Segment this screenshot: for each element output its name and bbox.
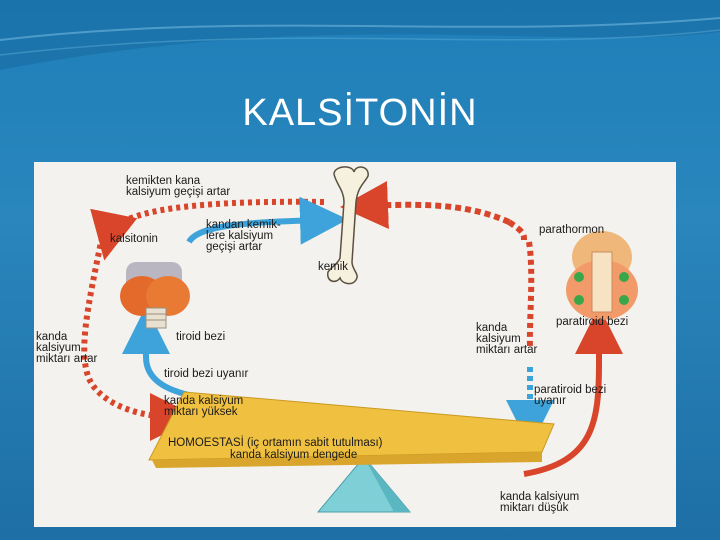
parathyroid-gland-icon (566, 231, 638, 320)
label-homeostasi: HOMOESTASİ (iç ortamın sabit tutulması) (168, 437, 383, 449)
arrow-left-descending (81, 236, 198, 441)
arrow-blood-to-bone (186, 196, 348, 245)
label-tiroid-bezi: tiroid bezi (176, 331, 226, 343)
label-kandan-kemik: kandan kemik- lere kalsiyum geçişi artar (206, 219, 281, 253)
header-swoosh (0, 0, 720, 70)
label-kanda-yuksek: kanda kalsiyum miktarı yüksek (164, 395, 244, 418)
slide-title: KALSİTONİN (242, 92, 478, 134)
label-paratiroid-uyanir: paratiroid bezi uyanır (534, 384, 607, 407)
label-parathormon: parathormon (539, 224, 605, 236)
label-kanda-artar-right: kanda kalsiyum miktarı artar (476, 322, 538, 356)
arrow-bone-to-blood (90, 198, 325, 261)
label-kanda-dusuk: kanda kalsiyum miktarı düşük (500, 491, 580, 514)
calcium-homeostasis-diagram: kemikten kana kalsiyum geçişi artar kals… (34, 162, 676, 527)
label-kalsitonin: kalsitonin (110, 233, 158, 245)
label-kemikten-kana: kemikten kana kalsiyum geçişi artar (126, 175, 231, 198)
arrow-right-descending (526, 241, 535, 348)
seesaw-icon (148, 391, 555, 513)
thyroid-gland-icon (120, 262, 190, 329)
bone-icon (327, 166, 369, 285)
arrow-low-to-parathyroid (523, 306, 623, 477)
diagram-artwork (81, 166, 638, 513)
label-kanda-dengede: kanda kalsiyum dengede (230, 449, 358, 461)
arrow-parathormon-to-bone (340, 181, 511, 230)
label-tiroid-uyanir: tiroid bezi uyanır (164, 368, 249, 380)
label-kemik: kemik (318, 261, 349, 273)
label-paratiroid-bezi: paratiroid bezi (556, 316, 629, 328)
label-kanda-artar-left: kanda kalsiyum miktarı artar (36, 331, 98, 365)
